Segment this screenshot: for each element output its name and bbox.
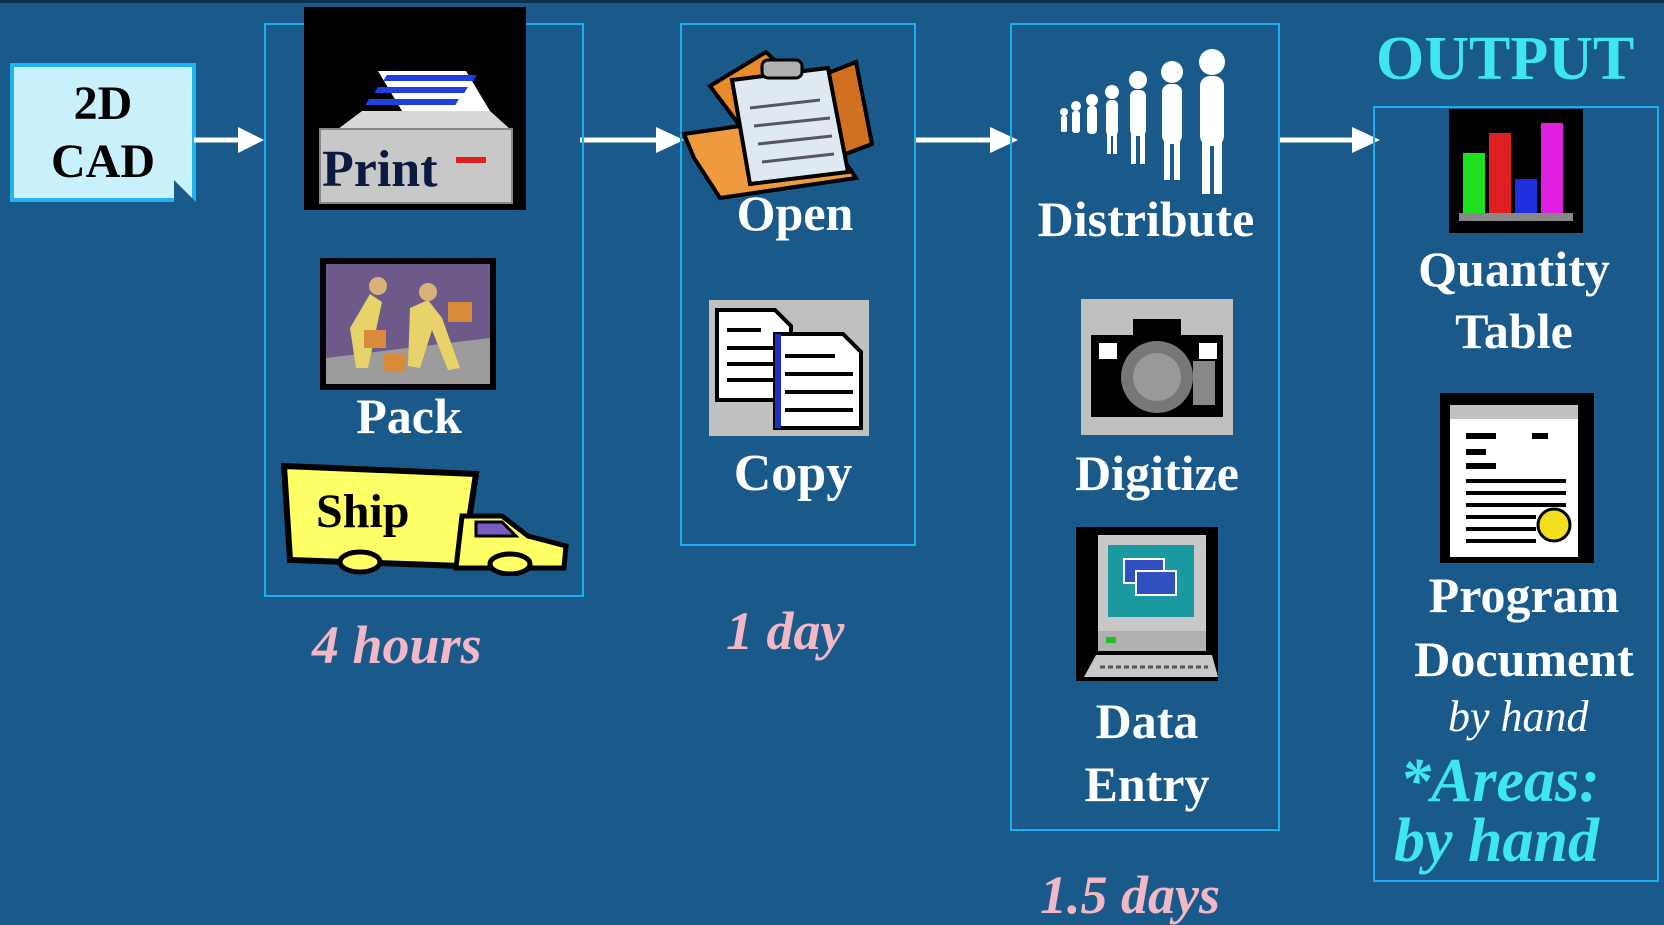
output-title: OUTPUT (1376, 25, 1635, 93)
program-document-line1: Program (1428, 567, 1620, 623)
cad-label-line2: CAD (51, 135, 155, 188)
program-document-line2: Document (1414, 631, 1634, 687)
data-entry-label-line1: Data (1095, 693, 1199, 749)
program-document-note: by hand (1448, 692, 1589, 741)
stage-3-box (1010, 23, 1280, 831)
arrow-distribute-to-output (1278, 127, 1380, 153)
distribute-label: Distribute (1037, 191, 1255, 247)
stage-3-duration: 1.5 days (1040, 865, 1220, 925)
arrow-cad-to-print (194, 127, 264, 153)
areas-note-line2: by hand (1394, 807, 1599, 875)
workers-icon (320, 258, 496, 390)
bar-chart-icon (1449, 109, 1583, 233)
cad-source-box: 2D CAD (10, 63, 196, 202)
ship-label: Ship (316, 485, 410, 538)
data-entry-label-line2: Entry (1084, 756, 1210, 812)
cad-label-line1: 2D (73, 77, 133, 130)
stage-2-box (680, 23, 916, 546)
arrow-print-to-open (580, 127, 684, 153)
clipboard-box-icon (681, 49, 875, 201)
copy-label: Copy (733, 445, 853, 502)
pack-label: Pack (356, 388, 462, 444)
stage-2-duration: 1 day (726, 601, 845, 661)
open-label: Open (736, 185, 854, 241)
quantity-table-line2: Table (1455, 303, 1573, 359)
output-box (1373, 106, 1659, 882)
digitize-label: Digitize (1075, 445, 1239, 501)
notepad-icon (1440, 393, 1594, 563)
areas-note-line1: *Areas: (1400, 747, 1600, 815)
computer-icon (1076, 527, 1218, 681)
camera-icon (1081, 299, 1233, 435)
printer-icon (304, 7, 526, 210)
print-label: Print (322, 141, 438, 198)
stage-1-duration: 4 hours (312, 615, 482, 675)
arrow-open-to-distribute (916, 127, 1018, 153)
copy-documents-icon (709, 300, 869, 436)
quantity-table-line1: Quantity (1418, 241, 1610, 297)
people-icon (1060, 49, 1225, 194)
top-border (0, 0, 1664, 3)
truck-icon (280, 462, 569, 576)
page-fold (174, 180, 196, 202)
